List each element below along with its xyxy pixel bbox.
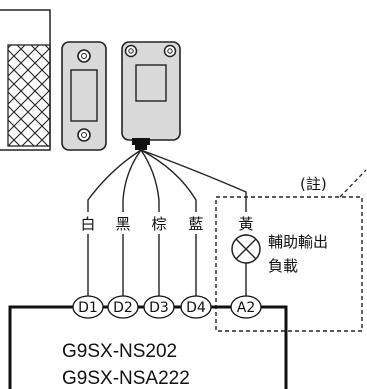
wire-blue [140, 149, 197, 300]
terminal-label-d1: D1 [78, 300, 98, 316]
wire-yellow [140, 149, 247, 235]
door-frame [0, 9, 51, 151]
wire-label-white: 白 [80, 215, 95, 233]
terminal-d2 [107, 295, 139, 319]
wire-label-black: 黑 [115, 215, 130, 233]
note-dashed-box [215, 169, 367, 332]
note-label: (註) [300, 175, 327, 193]
terminal-d3 [143, 295, 175, 319]
wire-label-blue: 藍 [188, 215, 203, 233]
wire-labels: 白 黑 棕 藍 黃 [77, 212, 257, 234]
terminal-label-d3: D3 [149, 300, 169, 316]
wire-label-brown: 棕 [151, 215, 166, 233]
terminals: D1 D2 D3 D4 A2 [72, 295, 262, 319]
wire-brown [140, 149, 160, 300]
model-number-2: G9SX-NSA222 [62, 368, 190, 389]
switch-body-icon [121, 41, 181, 150]
aux-load-label: 負載 [268, 257, 298, 275]
wire-white [87, 149, 142, 300]
terminal-label-a2: A2 [237, 300, 255, 316]
model-number-1: G9SX-NS202 [62, 341, 177, 362]
wires [87, 149, 247, 300]
terminal-d4 [180, 295, 212, 319]
aux-output-label: 輔助輸出 [268, 233, 328, 251]
terminal-label-d2: D2 [113, 300, 133, 316]
actuator-icon [61, 41, 107, 151]
wire-black [122, 149, 142, 300]
wire-label-yellow: 黃 [238, 215, 253, 233]
terminal-label-d4: D4 [186, 300, 206, 316]
terminal-d1 [72, 295, 104, 319]
terminal-a2 [230, 295, 262, 319]
lamp-icon [231, 234, 261, 264]
